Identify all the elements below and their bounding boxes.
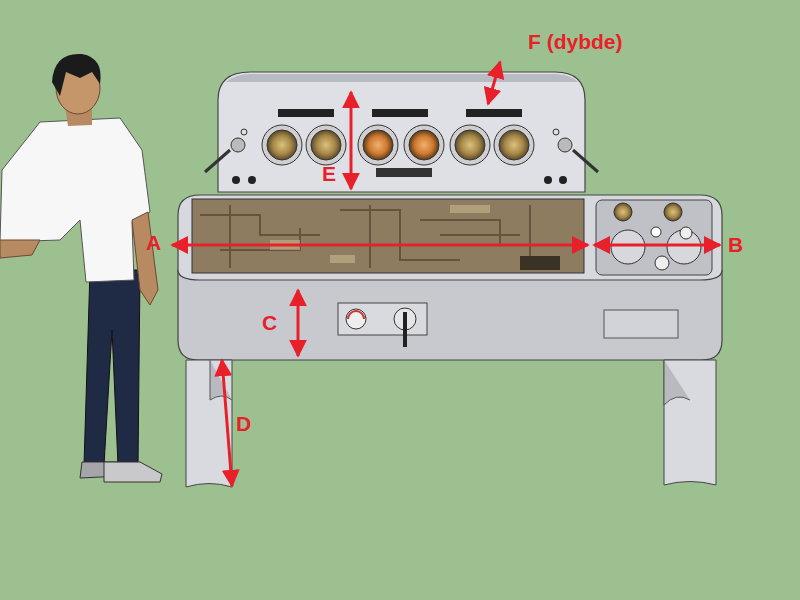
dimension-label: D (236, 413, 251, 434)
dimension-label: C (262, 312, 277, 333)
dimension-label: F (dybde) (528, 31, 623, 52)
dimension-label: B (728, 234, 743, 255)
dimension-label: A (146, 232, 161, 253)
dimension-label: E (322, 163, 336, 184)
